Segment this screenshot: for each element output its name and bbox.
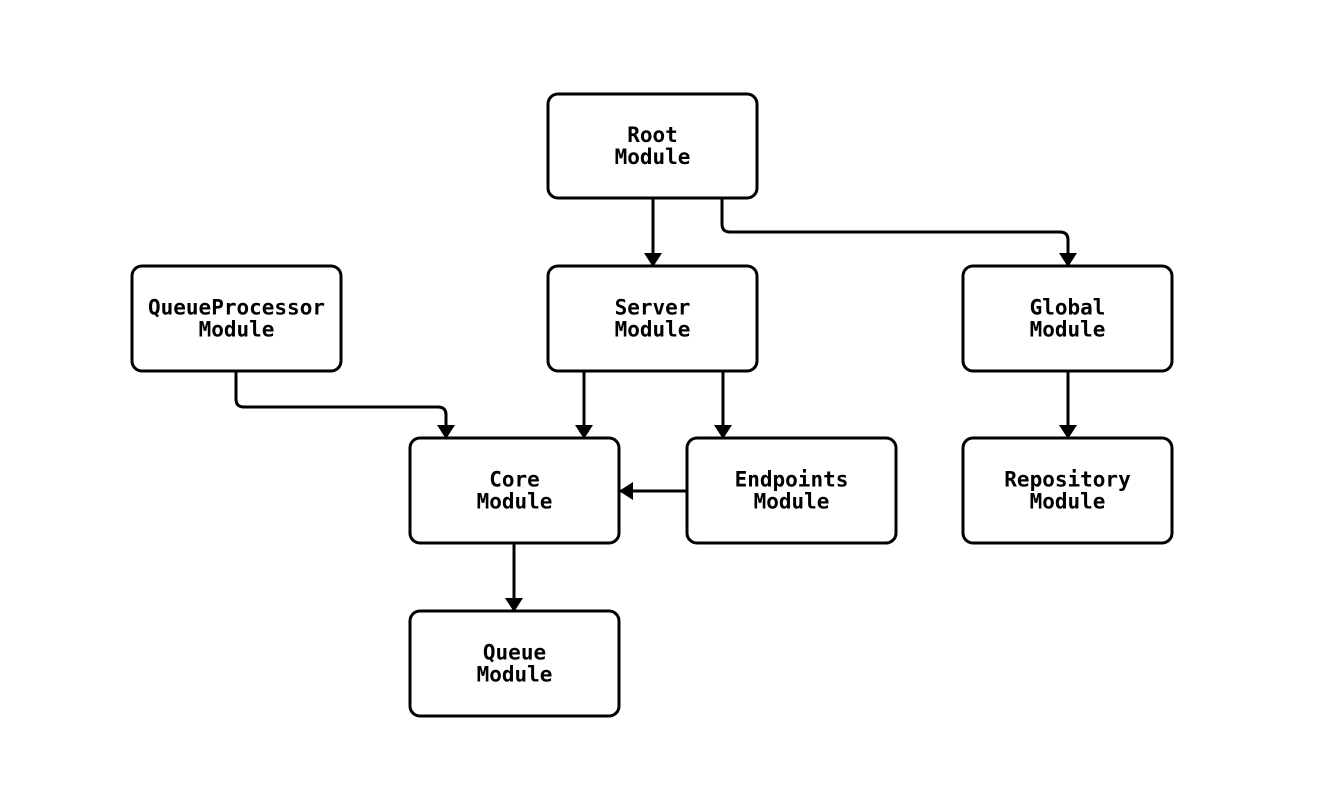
edge-queueprocessor-to-core [234,371,455,439]
edge-root-to-global [720,198,1077,267]
